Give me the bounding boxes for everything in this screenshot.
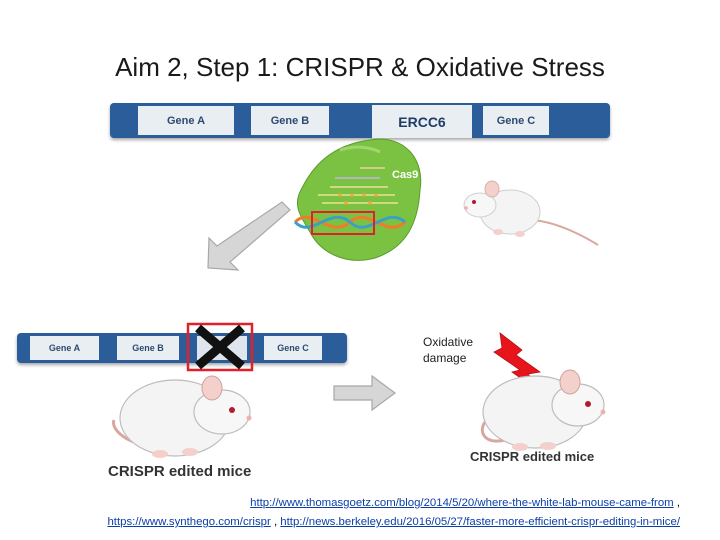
- bottom-gene-a: Gene A: [30, 336, 99, 360]
- knockout-box: [186, 322, 254, 372]
- mouse-bottom-right: [480, 369, 606, 451]
- bottom-gene-c: Gene C: [264, 336, 322, 360]
- x-mark-icon: [195, 324, 245, 370]
- top-gene-bar: Gene A Gene B ERCC6 Gene C: [110, 103, 610, 138]
- top-gene-ercc6: ERCC6: [372, 105, 472, 138]
- top-gene-a: Gene A: [138, 106, 234, 135]
- bottom-gene-b: Gene B: [117, 336, 179, 360]
- mouse-right-caption: CRISPR edited mice: [470, 449, 595, 464]
- oxidative-damage-label-line2: damage: [423, 351, 467, 365]
- reference-link-2[interactable]: https://www.synthego.com/crispr: [107, 516, 271, 528]
- cas9-shine: [339, 145, 381, 154]
- mouse-left-caption: CRISPR edited mice: [108, 463, 252, 480]
- mouse-bottom-left: [112, 375, 252, 458]
- bottom-gene-bar: Gene A Gene B Gene C: [17, 333, 347, 363]
- cas9-body: [297, 138, 422, 261]
- horizontal-arrow: [333, 374, 397, 412]
- cas9-label: Cas9: [392, 169, 418, 181]
- diagonal-arrow: [207, 201, 291, 271]
- reference-separator-2: ,: [270, 516, 281, 528]
- top-gene-b: Gene B: [251, 106, 329, 135]
- dna-helix-strand-2: [293, 215, 406, 229]
- knockout-marker: [186, 322, 254, 372]
- mouse-top-right: [463, 180, 599, 246]
- cas9-target-box: [311, 211, 375, 235]
- top-gene-c: Gene C: [483, 106, 549, 135]
- reference-line-1: http://www.thomasgoetz.com/blog/2014/5/2…: [250, 497, 680, 509]
- reference-line-2: https://www.synthego.com/crispr , http:/…: [107, 516, 680, 528]
- slide-title: Aim 2, Step 1: CRISPR & Oxidative Stress: [115, 52, 605, 82]
- dna-dots: [338, 193, 378, 205]
- guide-rna-strands: [318, 167, 398, 204]
- oxidative-damage-label-line1: Oxidative: [423, 335, 474, 349]
- reference-link-1[interactable]: http://www.thomasgoetz.com/blog/2014/5/2…: [250, 497, 674, 509]
- reference-link-3[interactable]: http://news.berkeley.edu/2016/05/27/fast…: [280, 516, 680, 528]
- reference-separator-1: ,: [673, 497, 680, 509]
